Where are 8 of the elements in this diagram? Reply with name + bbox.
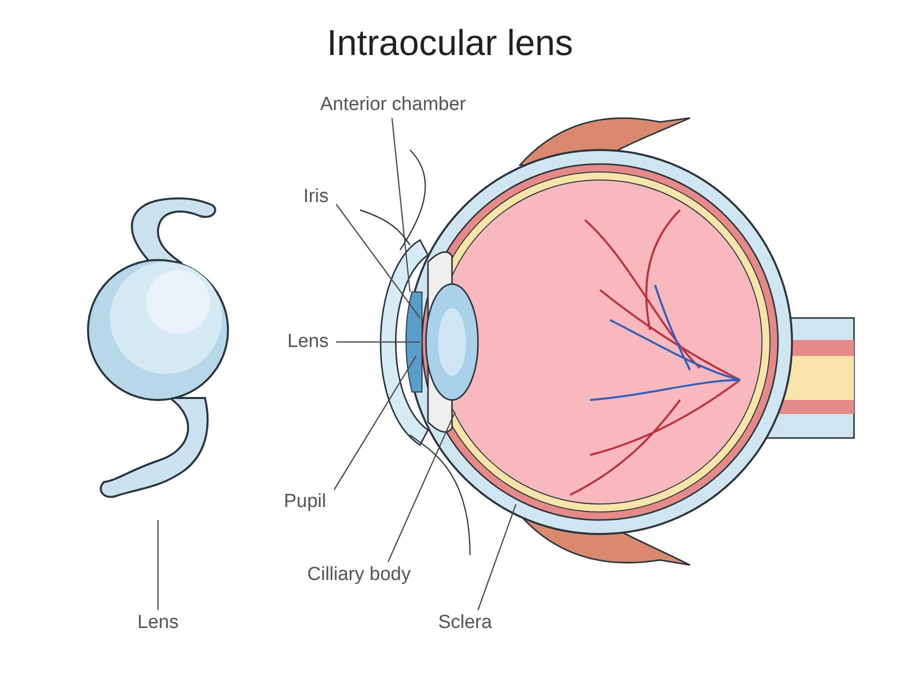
leader-line: [477, 504, 517, 610]
diagram-title: Intraocular lens: [326, 21, 574, 65]
leader-line: [333, 356, 417, 490]
leader-line: [391, 118, 411, 292]
leader-line: [336, 204, 420, 318]
leader-line: [387, 412, 456, 562]
leader-line: [336, 341, 420, 343]
leader-line: [157, 520, 159, 610]
